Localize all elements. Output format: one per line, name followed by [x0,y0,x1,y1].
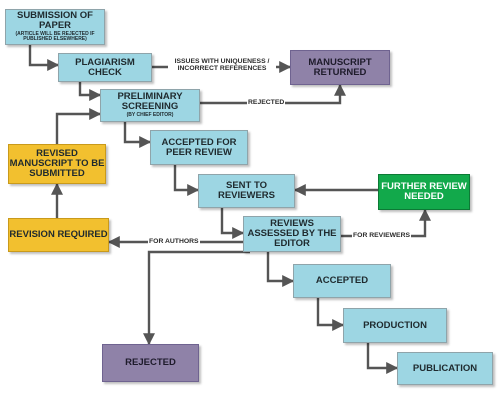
sent-reviewers-title: Sent to Reviewers [217,180,275,201]
revision-required-title: Revision Required [9,229,108,241]
submission-title: Submission of Paper [16,10,93,32]
edge-submission-to-plagiarism [28,45,60,71]
reviews-assessed-title: Reviews Assessed by the Editor [247,218,337,249]
screening-note: (by chief editor) [126,112,174,119]
node-manuscript-returned: Manuscript Returned [290,50,390,85]
label-rejected-screening: Rejected [247,99,286,107]
label-for-reviewers: For reviewers [352,232,412,240]
node-further-review-needed: Further Review Needed [378,174,470,210]
node-preliminary-screening: Preliminary Screening (by chief editor) [100,89,200,122]
node-reviews-assessed: Reviews Assessed by the Editor [243,216,341,252]
screening-title: Preliminary Screening [117,91,183,113]
edge-plagiarism-to-screening [78,82,102,101]
node-submission-of-paper: Submission of Paper (Article will be rej… [5,9,105,45]
edge-reviews-to-rejected [143,250,250,346]
node-sent-to-reviewers: Sent to Reviewers [198,174,295,208]
publication-title: Publication [412,362,478,374]
edge-screening-to-returned [200,83,346,105]
accepted-title: Accepted [315,275,369,287]
accepted-peer-title: Accepted for Peer Review [161,136,237,158]
edge-accepted-peer-to-sent [173,165,200,196]
edge-sent-to-reviews [220,208,245,239]
node-publication: Publication [397,352,493,385]
label-uniqueness-issues: Issues with uniqueness / incorrect refer… [168,58,276,73]
further-review-title: Further Review Needed [381,181,467,202]
plagiarism-title: Plagiarism Check [75,56,135,78]
manuscript-returned-title: Manuscript Returned [308,56,372,78]
edge-revised-to-screening [55,108,102,144]
revised-manuscript-title: Revised Manuscript to be Submitted [9,148,105,179]
edge-screening-to-accepted-peer [123,122,152,148]
edge-production-to-publication [366,343,399,374]
node-production: Production [343,308,447,343]
node-accepted-for-peer-review: Accepted for Peer Review [150,130,248,165]
label-for-authors: For authors [148,238,200,246]
production-title: Production [363,319,427,331]
node-plagiarism-check: Plagiarism Check [58,53,152,82]
node-accepted: Accepted [293,264,391,298]
node-revised-manuscript: Revised Manuscript to be Submitted [8,144,106,184]
submission-note: (Article will be rejected if published e… [15,31,95,43]
edge-reviews-to-accepted [266,252,295,287]
rejected-title: Rejected [125,357,176,369]
node-revision-required: Revision Required [8,218,109,252]
node-rejected: Rejected [102,344,199,382]
edge-accepted-to-production [316,298,345,331]
